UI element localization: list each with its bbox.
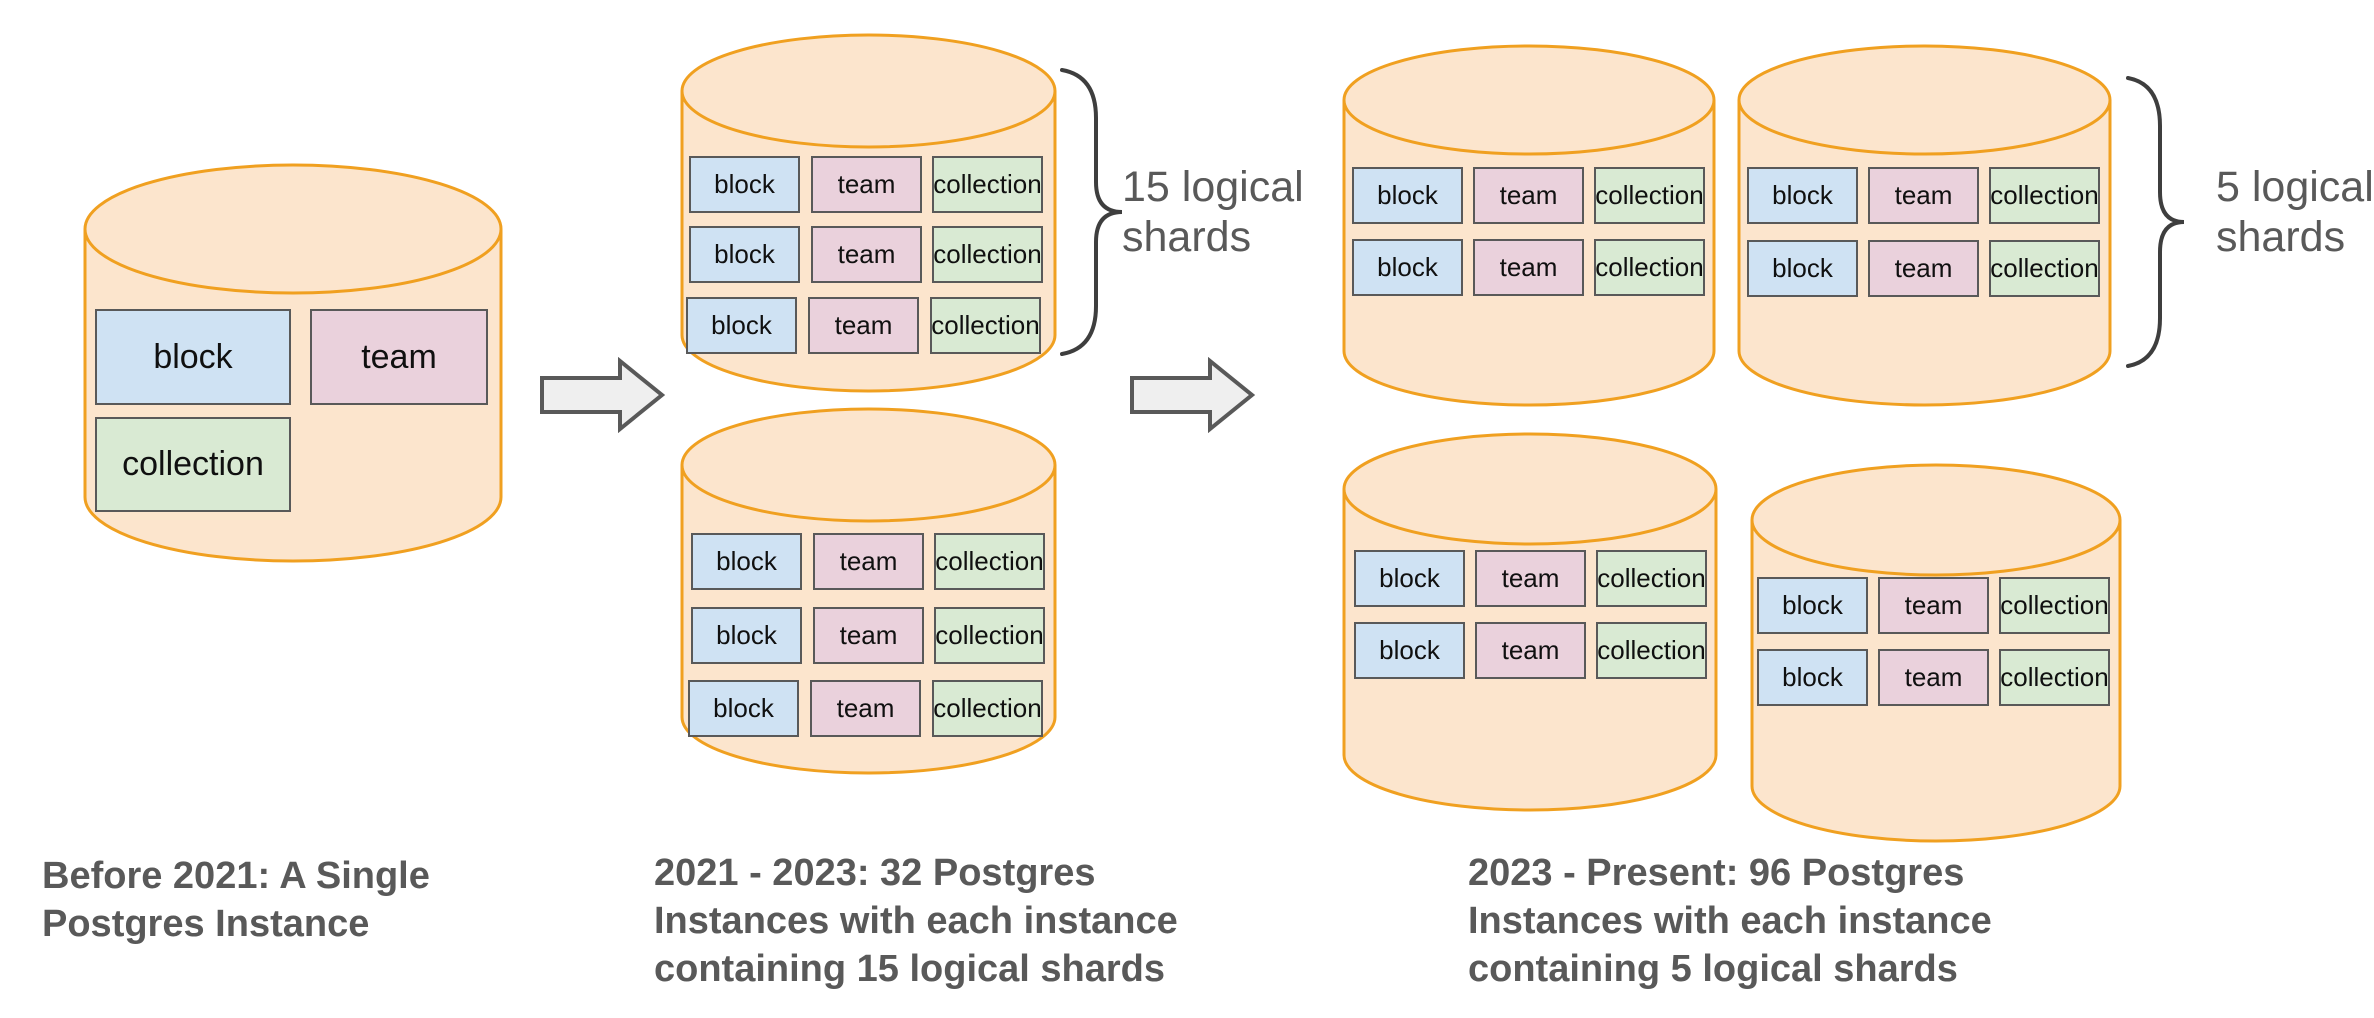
table-box-team: team xyxy=(1473,167,1584,224)
table-box-block: block xyxy=(1757,649,1868,706)
table-box-block: block xyxy=(1354,622,1465,679)
table-box-block: block xyxy=(689,226,800,283)
table-box-team: team xyxy=(1868,167,1979,224)
table-box-collection: collection xyxy=(1989,240,2100,297)
shard-label-line: 15 logical xyxy=(1122,163,1304,211)
table-box-collection: collection xyxy=(932,226,1043,283)
database-cylinder-stage3-top-left xyxy=(1342,44,1716,407)
table-box-team: team xyxy=(1475,622,1586,679)
table-box-block: block xyxy=(1352,239,1463,296)
table-box-team: team xyxy=(813,607,924,664)
table-box-collection: collection xyxy=(1999,577,2110,634)
stage1-caption: Before 2021: A Single Postgres Instance xyxy=(42,852,430,948)
table-box-team: team xyxy=(1868,240,1979,297)
shard-label-line: shards xyxy=(2216,213,2346,261)
table-box-team: team xyxy=(813,533,924,590)
table-box-collection: collection xyxy=(1999,649,2110,706)
table-box-collection: collection xyxy=(1596,622,1707,679)
table-box-collection: collection xyxy=(95,417,291,512)
table-box-team: team xyxy=(808,297,919,354)
table-box-team: team xyxy=(811,226,922,283)
stage2-caption: 2021 - 2023: 32 Postgres Instances with … xyxy=(654,849,1178,993)
caption-line: Before 2021: A Single xyxy=(42,855,430,897)
arrow-right-icon xyxy=(1130,357,1256,433)
table-box-team: team xyxy=(1473,239,1584,296)
table-box-collection: collection xyxy=(1594,239,1705,296)
curly-brace-icon xyxy=(2126,76,2185,368)
database-cylinder-stage3-top-right xyxy=(1737,44,2112,407)
table-box-block: block xyxy=(691,533,802,590)
table-box-team: team xyxy=(1475,550,1586,607)
table-box-team: team xyxy=(811,156,922,213)
table-box-team: team xyxy=(1878,649,1989,706)
caption-line: containing 5 logical shards xyxy=(1468,948,1958,990)
table-box-collection: collection xyxy=(932,156,1043,213)
table-box-block: block xyxy=(691,607,802,664)
caption-line: 2023 - Present: 96 Postgres xyxy=(1468,852,1965,894)
caption-line: 2021 - 2023: 32 Postgres xyxy=(654,852,1096,894)
shard-label-line: 5 logical xyxy=(2216,163,2374,211)
table-box-collection: collection xyxy=(932,680,1043,737)
table-box-block: block xyxy=(1757,577,1868,634)
table-box-block: block xyxy=(686,297,797,354)
table-box-block: block xyxy=(1747,240,1858,297)
table-box-block: block xyxy=(1352,167,1463,224)
table-box-block: block xyxy=(689,156,800,213)
logical-shards-label: 15 logical shards xyxy=(1122,162,1304,262)
table-box-collection: collection xyxy=(934,533,1045,590)
caption-line: containing 15 logical shards xyxy=(654,948,1166,990)
shard-label-line: shards xyxy=(1122,213,1252,261)
table-box-team: team xyxy=(1878,577,1989,634)
table-box-block: block xyxy=(688,680,799,737)
caption-line: Instances with each instance xyxy=(654,900,1178,942)
table-box-collection: collection xyxy=(934,607,1045,664)
table-box-block: block xyxy=(95,309,291,405)
table-box-collection: collection xyxy=(1596,550,1707,607)
table-box-team: team xyxy=(310,309,488,405)
caption-line: Instances with each instance xyxy=(1468,900,1992,942)
caption-line: Postgres Instance xyxy=(42,903,370,945)
arrow-right-icon xyxy=(540,357,666,433)
logical-shards-label: 5 logical shards xyxy=(2216,162,2374,262)
table-box-block: block xyxy=(1747,167,1858,224)
stage3-caption: 2023 - Present: 96 Postgres Instances wi… xyxy=(1468,849,1992,993)
table-box-team: team xyxy=(810,680,921,737)
table-box-collection: collection xyxy=(930,297,1041,354)
table-box-collection: collection xyxy=(1594,167,1705,224)
table-box-collection: collection xyxy=(1989,167,2100,224)
table-box-block: block xyxy=(1354,550,1465,607)
curly-brace-icon xyxy=(1060,68,1123,356)
